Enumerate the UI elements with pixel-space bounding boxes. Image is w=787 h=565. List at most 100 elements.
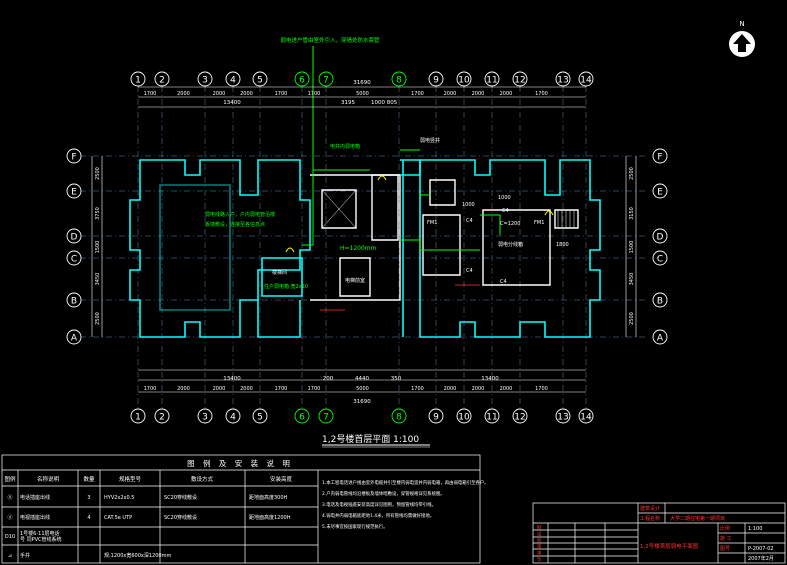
tb-drawing-label: 1,2号楼首层弱电平面图 xyxy=(640,542,699,550)
axis-bubble-label: 12 xyxy=(514,413,525,423)
legend-title: 图 例 及 安 装 说 明 xyxy=(187,458,293,468)
legend-note: 3.电话及电视插座安装高度详见图例，预留管线均带引线。 xyxy=(322,501,436,508)
title-block xyxy=(532,502,786,564)
legend-cell: 规:1200x宽600x深1200mm xyxy=(104,552,171,559)
axis-bubble xyxy=(294,408,310,424)
axis-bubble-label: 5 xyxy=(257,413,263,423)
legend-notes: 1.本工程电话进户线由室外电缆井引至楼内弱电竖井内弱电箱，再由弱电箱引至各户。2… xyxy=(322,479,489,530)
axis-bubble-label: 14 xyxy=(580,76,592,86)
legend-header-cell: 安装高度 xyxy=(270,475,293,483)
r-c: C4 xyxy=(466,218,473,224)
dim-text: 1700 xyxy=(308,91,321,97)
axis-bubble xyxy=(555,71,571,87)
axis-bubble xyxy=(484,71,500,87)
dim-bot-overall: 31690 xyxy=(353,399,371,405)
left-note-1: 弱电线路入户，户内弱电管沿楼 xyxy=(205,211,275,218)
tb-row-label: 设 xyxy=(537,530,542,537)
r-j: C4 xyxy=(500,279,507,285)
axis-bubble-label: F xyxy=(657,153,662,163)
axis-bubble xyxy=(652,148,668,164)
axis-bubble-label: 6 xyxy=(299,413,305,423)
right-note: 弱电竖井 xyxy=(420,137,440,144)
dim-side-text: 3150 xyxy=(629,207,635,220)
axis-bubble-label: 11 xyxy=(486,413,497,423)
axis-bubble xyxy=(456,71,472,87)
axis-bubble-label: D xyxy=(71,233,78,243)
dim-text: 1700 xyxy=(308,386,321,392)
dim-text: 1700 xyxy=(535,386,548,392)
axis-bubble-label: B xyxy=(657,297,663,307)
dim-text: 1700 xyxy=(535,91,548,97)
axis-bubble xyxy=(197,71,213,87)
axis-bubble xyxy=(578,71,594,87)
axis-bubble xyxy=(225,408,241,424)
dim-side-text: 2500 xyxy=(95,312,101,325)
tb-row-label: 审 xyxy=(537,543,542,550)
dim-text: 2000 xyxy=(472,91,485,97)
axis-bubble xyxy=(252,71,268,87)
legend-header-cell: 名称说明 xyxy=(37,475,60,483)
axis-bubble-label: A xyxy=(71,334,78,344)
legend-note: 4.弱电井内弱电箱底距地1.4米，所有管线均需做好接地。 xyxy=(322,512,434,519)
legend-cell: 1号楼6-11层电话 xyxy=(20,530,60,537)
tb-scale-lbl: 比例 xyxy=(720,525,730,532)
axis-bubble xyxy=(66,329,82,345)
room-stair: 楼梯间 xyxy=(272,269,287,276)
r-e: C4 xyxy=(502,208,509,214)
grid-lines xyxy=(80,86,648,408)
tb-no-lbl: 图号 xyxy=(720,546,730,552)
dim-top-3195: 3195 xyxy=(341,100,355,106)
axis-bubble xyxy=(66,228,82,244)
legend-header-cell: 规格型号 xyxy=(119,475,142,483)
dim-text: 1700 xyxy=(144,386,157,392)
axis-bubble xyxy=(484,408,500,424)
axis-bubble-label: 2 xyxy=(159,413,165,423)
tb-stage-lbl: 施 工 xyxy=(720,535,732,542)
axis-bubble xyxy=(130,408,146,424)
dim-side-text: 1500 xyxy=(629,241,635,254)
legend-cell: HYV2x2x0.5 xyxy=(104,495,134,501)
axis-bubble-label: 10 xyxy=(458,413,470,423)
axis-bubble xyxy=(318,408,334,424)
tb-row-label: 审 xyxy=(537,550,542,557)
legend-cell: 电视插座出线 xyxy=(20,514,50,521)
dim-side-text: 1500 xyxy=(95,241,101,254)
axis-bubble xyxy=(652,250,668,266)
tb-row-label: 制 xyxy=(537,524,542,531)
axis-bubble xyxy=(252,408,268,424)
axis-bubble-label: F xyxy=(71,153,76,163)
axis-bubble xyxy=(391,71,407,87)
legend-cell: CAT.5e UTP xyxy=(104,515,132,521)
axis-bubble-label: 10 xyxy=(458,76,470,86)
axis-bubble xyxy=(652,228,668,244)
axis-bubble-label: 2 xyxy=(159,76,165,86)
dim-text: 1700 xyxy=(411,91,424,97)
legend-cell: 4 xyxy=(87,515,90,521)
dim-top-13400: 13400 xyxy=(223,100,241,106)
axis-bubble-label: 7 xyxy=(323,76,329,86)
dim-text: 2000 xyxy=(444,386,457,392)
axis-bubble-label: 4 xyxy=(230,413,236,423)
legend-header-cell: 敷设方式 xyxy=(191,475,214,483)
dim-text: 2000 xyxy=(444,91,457,97)
north-label: N xyxy=(739,20,744,28)
axis-bubble xyxy=(652,292,668,308)
axis-bubble-label: 5 xyxy=(257,76,263,86)
axis-bubble-label: 3 xyxy=(202,76,208,86)
dim-text: 2000 xyxy=(472,386,485,392)
dim-text: 1700 xyxy=(275,386,288,392)
axis-bubble-label: 11 xyxy=(486,76,497,86)
tb-date: 2007年2月 xyxy=(748,555,774,562)
room-mid-note: 电井内弱电箱 xyxy=(330,143,360,150)
axis-bubble-label: 8 xyxy=(396,76,402,86)
axis-bubble-label: C xyxy=(71,255,77,265)
dim-side-text: 3450 xyxy=(95,273,101,286)
axis-bubble xyxy=(294,71,310,87)
tb-scale: 1:100 xyxy=(748,526,762,532)
left-box-label: 住户弱电箱·宽2x10 xyxy=(264,283,308,290)
